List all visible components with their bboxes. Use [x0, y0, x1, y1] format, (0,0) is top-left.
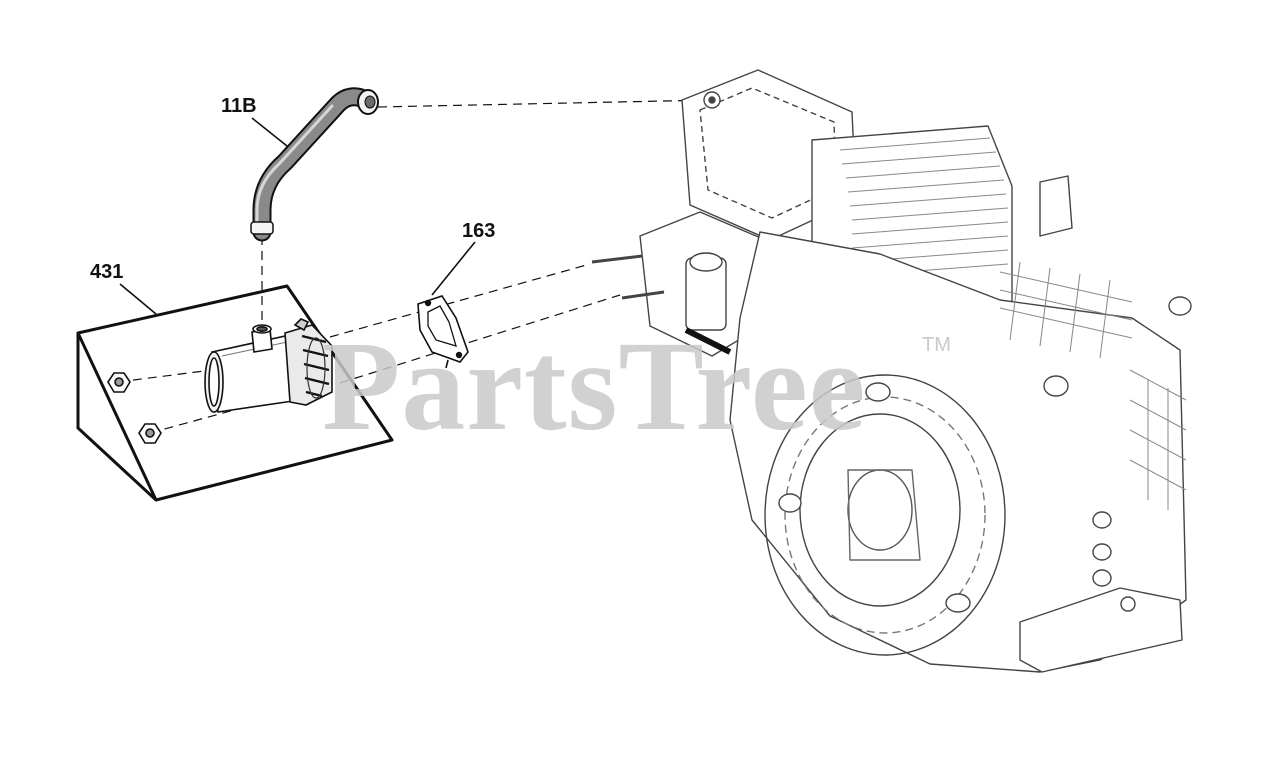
alignment-lines	[117, 99, 713, 434]
leader-11b	[251, 117, 293, 151]
leader-431	[119, 283, 157, 315]
leader-163	[431, 241, 476, 296]
flange-nut-lower[interactable]	[138, 423, 162, 444]
callout-163[interactable]: 163	[462, 220, 496, 242]
hose-end-fitting	[357, 89, 379, 115]
callout-431[interactable]: 431	[90, 261, 124, 283]
kit-box-431[interactable]	[76, 284, 394, 502]
callout-11b[interactable]: 11B	[221, 95, 257, 117]
gasket-163[interactable]	[417, 295, 469, 369]
flange-nut-upper[interactable]	[107, 372, 131, 393]
leader-lines	[119, 117, 476, 315]
engine-assembly	[591, 69, 1192, 673]
breather-tube-assembly[interactable]	[204, 318, 333, 413]
breather-hose-11b[interactable]	[250, 87, 379, 242]
